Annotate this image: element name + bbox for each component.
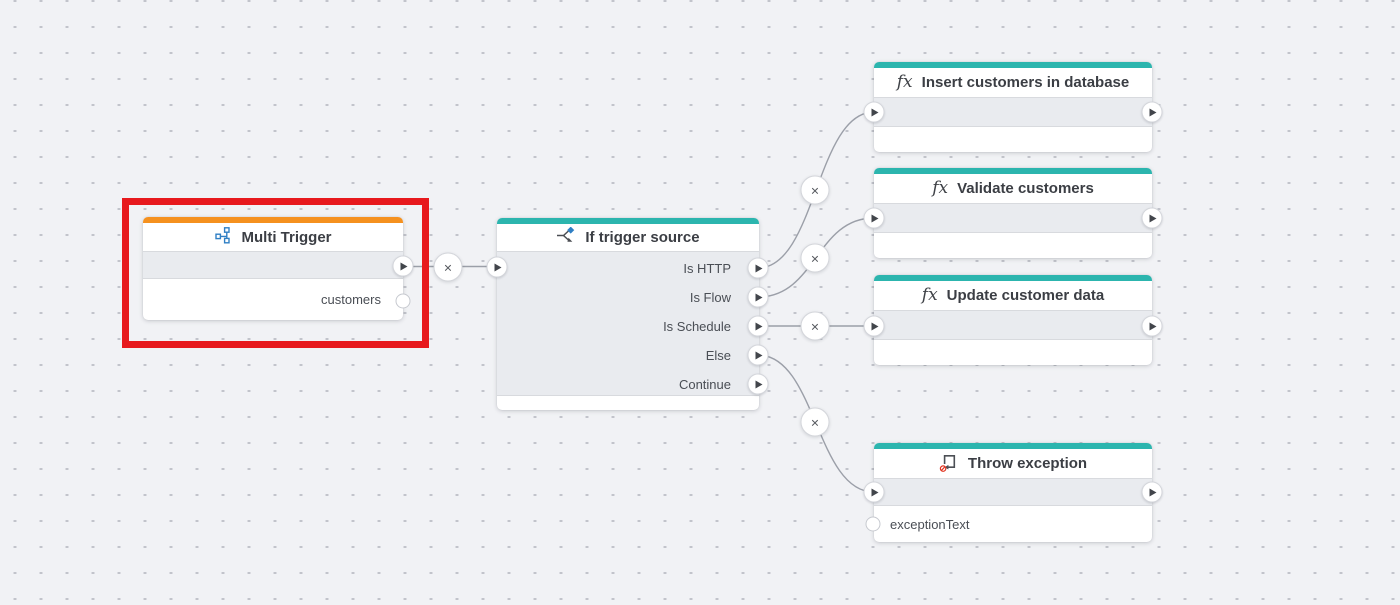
arrow-right-icon <box>1149 214 1157 222</box>
delete-connection-button[interactable]: × <box>800 243 830 273</box>
node-accent-bar <box>497 218 759 224</box>
node-accent-bar <box>874 62 1152 68</box>
arrow-right-icon <box>1149 108 1157 116</box>
arrow-right-icon <box>755 351 763 359</box>
node-body <box>874 478 1152 506</box>
node-update-customer-data[interactable]: fx Update customer data <box>874 275 1152 365</box>
node-body <box>874 203 1152 233</box>
node-multi-trigger[interactable]: Multi Trigger customers <box>143 217 403 320</box>
throw-arrow-icon <box>939 452 959 476</box>
arrow-right-icon <box>755 322 763 330</box>
delete-connection-button[interactable]: × <box>800 407 830 437</box>
output-label-is-flow: Is Flow <box>689 290 731 305</box>
output-label-continue: Continue <box>678 377 731 392</box>
branch-icon <box>556 226 576 248</box>
output-port-else[interactable] <box>747 344 769 366</box>
graph-nodes-icon <box>214 226 233 248</box>
output-port-throw-exception[interactable] <box>1141 481 1163 503</box>
output-port-is-http[interactable] <box>747 257 769 279</box>
output-label-is-schedule: Is Schedule <box>663 319 731 334</box>
input-port-if-trigger-source[interactable] <box>486 256 508 278</box>
node-title: Validate customers <box>957 180 1094 197</box>
output-label-is-http: Is HTTP <box>683 261 731 276</box>
output-port-update-customer-data[interactable] <box>1141 315 1163 337</box>
delete-connection-button[interactable]: × <box>800 311 830 341</box>
arrow-right-icon <box>871 108 879 116</box>
node-validate-customers[interactable]: fx Validate customers <box>874 168 1152 258</box>
field-port-customers[interactable] <box>395 293 411 309</box>
node-body <box>874 310 1152 340</box>
output-port-validate-customers[interactable] <box>1141 207 1163 229</box>
node-title: Insert customers in database <box>921 74 1130 91</box>
node-title: Throw exception <box>967 455 1088 472</box>
delete-connection-button[interactable]: × <box>800 175 830 205</box>
node-body <box>874 97 1152 127</box>
arrow-right-icon <box>494 263 502 271</box>
output-port-insert-customers[interactable] <box>1141 101 1163 123</box>
arrow-right-icon <box>755 293 763 301</box>
node-accent-bar <box>874 275 1152 281</box>
output-label-else: Else <box>705 348 731 363</box>
arrow-right-icon <box>871 214 879 222</box>
node-title: Multi Trigger <box>241 228 332 246</box>
input-port-insert-customers[interactable] <box>863 101 885 123</box>
input-field-label: exceptionText <box>890 516 970 532</box>
node-body: Is HTTP Is Flow Is Schedule Else Continu… <box>497 251 759 396</box>
node-if-trigger-source[interactable]: If trigger source Is HTTP Is Flow Is Sch… <box>497 218 759 410</box>
fx-icon: fx <box>932 178 949 198</box>
node-body <box>143 251 403 279</box>
node-throw-exception[interactable]: Throw exception exceptionText <box>874 443 1152 542</box>
arrow-right-icon <box>1149 488 1157 496</box>
output-field-label: customers <box>321 292 381 307</box>
field-port-exception-text[interactable] <box>865 516 881 532</box>
output-port-multi-trigger[interactable] <box>392 255 414 277</box>
node-title: If trigger source <box>585 229 700 246</box>
delete-connection-button[interactable]: × <box>433 252 463 282</box>
input-port-throw-exception[interactable] <box>863 481 885 503</box>
fx-icon: fx <box>921 285 938 305</box>
node-title: Update customer data <box>946 287 1105 304</box>
node-insert-customers-in-database[interactable]: fx Insert customers in database <box>874 62 1152 152</box>
fx-icon: fx <box>896 72 913 92</box>
arrow-right-icon <box>871 322 879 330</box>
input-port-update-customer-data[interactable] <box>863 315 885 337</box>
node-accent-bar <box>874 168 1152 174</box>
arrow-right-icon <box>871 488 879 496</box>
arrow-right-icon <box>400 262 408 270</box>
arrow-right-icon <box>755 380 763 388</box>
node-accent-bar <box>143 217 403 223</box>
arrow-right-icon <box>755 264 763 272</box>
arrow-right-icon <box>1149 322 1157 330</box>
input-port-validate-customers[interactable] <box>863 207 885 229</box>
output-port-is-flow[interactable] <box>747 286 769 308</box>
output-port-continue[interactable] <box>747 373 769 395</box>
node-accent-bar <box>874 443 1152 449</box>
output-port-is-schedule[interactable] <box>747 315 769 337</box>
